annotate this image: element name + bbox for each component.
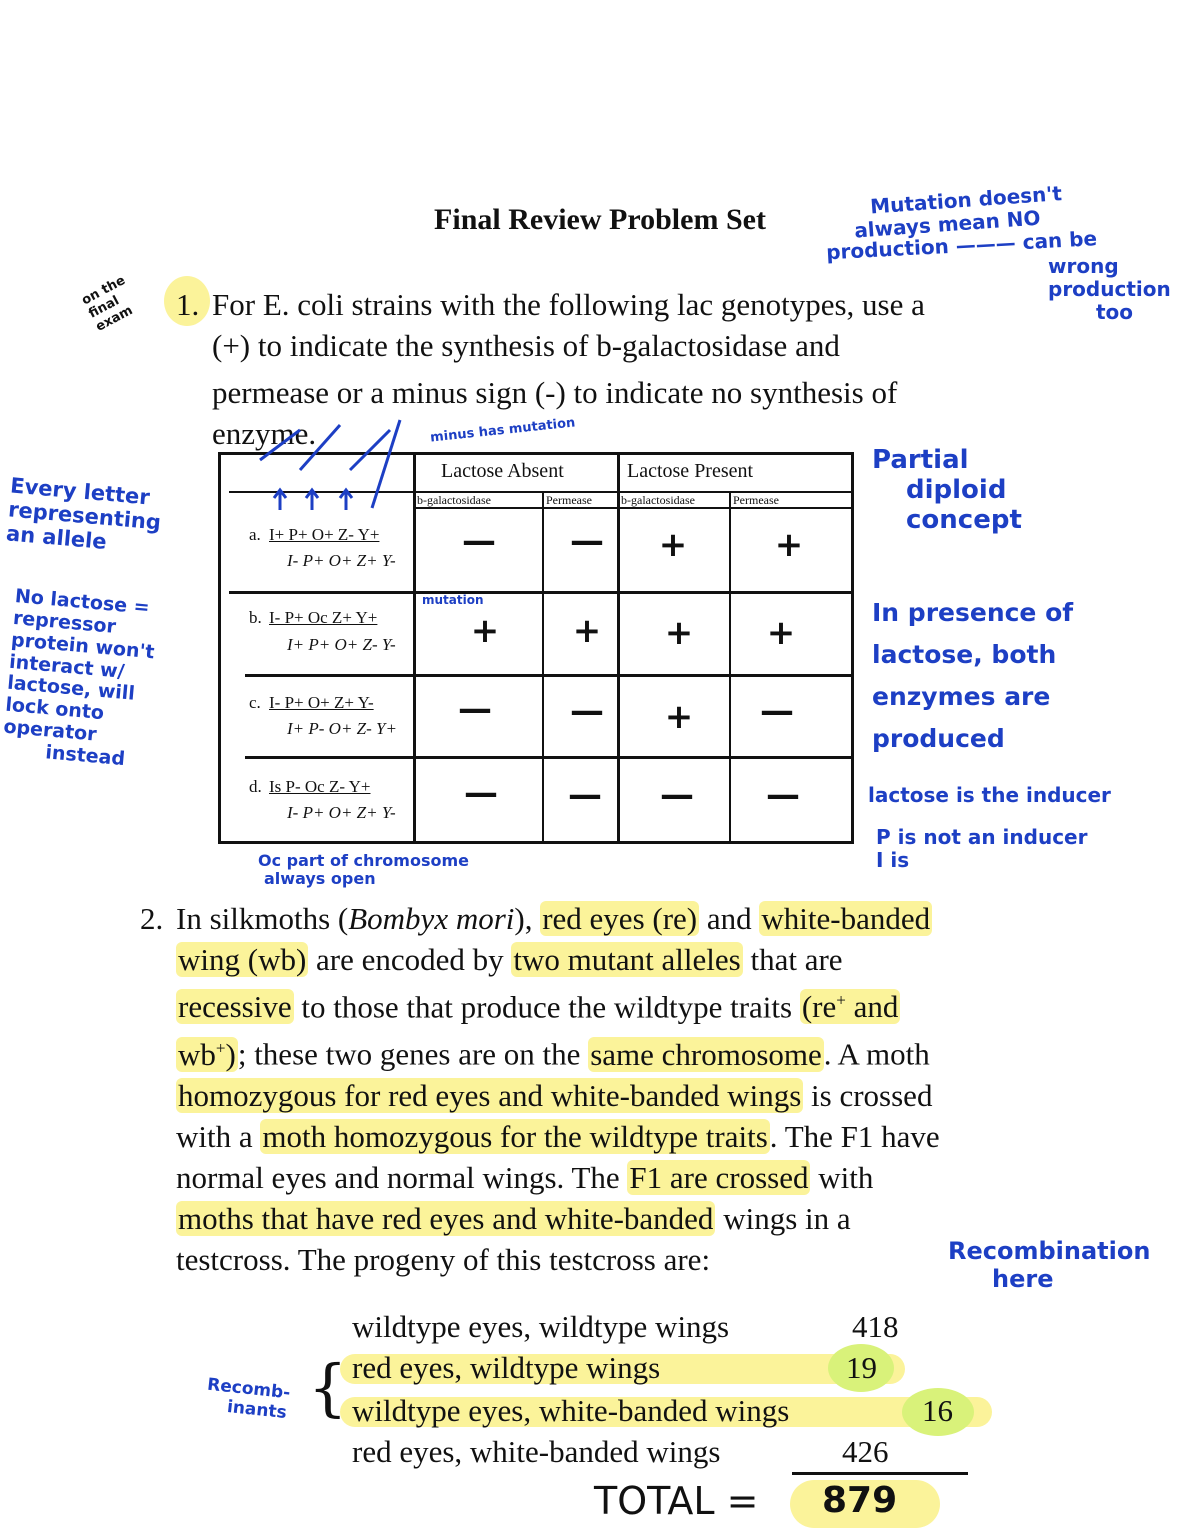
note-in-presence: In presence of lactose, both enzymes are…	[872, 598, 1074, 753]
row-b-genotype-bottom: I+ P+ O+ Z- Y-	[287, 635, 396, 654]
row-d-mark-2: —	[568, 775, 602, 815]
row-a-mark-3: +	[658, 525, 688, 565]
q2-line-3: recessive to those that produce the wild…	[176, 989, 901, 1025]
q1-number: 1.	[176, 287, 200, 322]
recombinants-brace: {	[308, 1351, 348, 1424]
note-recombination-here: Recombination here	[948, 1237, 1151, 1293]
note-no-lactose: No lactose = repressor protein won't int…	[2, 585, 156, 771]
progeny-highlight-2	[340, 1354, 905, 1384]
progeny-phenotype-3: wildtype eyes, white-banded wings	[352, 1393, 790, 1428]
row-b-mark-4: +	[766, 613, 796, 653]
q1-line-2: (+) to indicate the synthesis of b-galac…	[212, 328, 840, 363]
total-highlight	[790, 1480, 940, 1528]
note-lactose-inducer: lactose is the inducer	[868, 783, 1111, 807]
q1-line-4: enzyme.	[212, 416, 317, 451]
progeny-count-2: 19	[846, 1350, 877, 1385]
note-mutation: Mutation doesn't always mean NO producti…	[825, 181, 1171, 324]
note-recombinants: Recomb- inants	[206, 1374, 292, 1423]
note-every-letter: Every letter representing an allele	[5, 473, 162, 555]
q2-line-1: In silkmoths (Bombyx mori), red eyes (re…	[176, 901, 933, 936]
row-a-genotype-top: I+ P+ O+ Z- Y+	[269, 525, 380, 544]
total-rule	[792, 1472, 968, 1475]
row-c-mark-4: —	[760, 691, 794, 731]
q1-text: For E. coli strains with the following l…	[212, 284, 1052, 454]
progeny-count-4: 426	[842, 1434, 889, 1469]
row-c-mark-3: +	[664, 697, 694, 737]
progeny-phenotype-2: red eyes, wildtype wings	[352, 1350, 661, 1385]
row-c-genotype-top: I- P+ O+ Z+ Y-	[269, 693, 374, 712]
row-a-genotype-bottom: I- P+ O+ Z+ Y-	[287, 551, 396, 570]
q2-line-6: with a moth homozygous for the wildtype …	[176, 1118, 940, 1154]
total-label: TOTAL =	[594, 1479, 759, 1523]
row-c-genotype-bottom: I+ P- O+ Z- Y+	[287, 719, 397, 738]
row-a-mark-2: —	[570, 521, 604, 561]
header-lactose-present: Lactose Present	[627, 460, 754, 482]
row-d-genotype-bottom: I- P+ O+ Z+ Y-	[287, 803, 396, 822]
allele-arrows	[259, 419, 402, 510]
row-d-label: d.	[249, 777, 262, 796]
row-d-mark-4: —	[766, 775, 800, 815]
header-lactose-absent: Lactose Absent	[441, 460, 564, 482]
row-c-mark-1: —	[458, 689, 492, 729]
q2-line-2: wing (wb) are encoded by two mutant alle…	[176, 942, 843, 977]
progeny-highlight-3	[340, 1397, 992, 1427]
row-b-genotype-top: I- P+ Oc Z+ Y+	[269, 608, 378, 627]
progeny-phenotype-1: wildtype eyes, wildtype wings	[352, 1309, 730, 1344]
row-d-mark-1: —	[464, 773, 498, 813]
subheader-permease-absent: Permease	[546, 493, 592, 507]
q1-line-1: For E. coli strains with the following l…	[212, 287, 925, 322]
row-d-mark-3: —	[660, 775, 694, 815]
note-partial-diploid: Partial diploid concept	[872, 445, 1022, 535]
subheader-bgal-absent: b-galactosidase	[417, 493, 491, 507]
count-19-circle	[828, 1344, 894, 1392]
q2-line-8: moths that have red eyes and white-bande…	[176, 1200, 851, 1236]
note-on-final-exam: on the final exam	[79, 273, 136, 335]
row-a-mark-1: —	[462, 521, 496, 561]
q2-line-4: wb+); these two genes are on the same ch…	[176, 1036, 930, 1072]
note-mutation-label: mutation	[422, 593, 484, 607]
row-b-mark-1: +	[470, 611, 500, 651]
progeny-count-3: 16	[922, 1393, 953, 1428]
page-title: Final Review Problem Set	[434, 203, 766, 236]
row-a-label: a.	[249, 525, 261, 544]
note-oc-chromosome: Oc part of chromosome always open	[258, 851, 469, 889]
subheader-permease-present: Permease	[733, 493, 779, 507]
q1-highlight-mark	[164, 276, 210, 326]
row-b-label: b.	[249, 608, 262, 627]
progeny-phenotype-4: red eyes, white-banded wings	[352, 1434, 721, 1469]
total-value: 879	[822, 1480, 898, 1521]
row-b-mark-3: +	[664, 613, 694, 653]
subheader-bgal-present: b-galactosidase	[621, 493, 695, 507]
q2-line-5: homozygous for red eyes and white-banded…	[176, 1077, 933, 1113]
row-a-mark-4: +	[774, 525, 804, 565]
count-16-circle	[902, 1388, 974, 1436]
q2-text: In silkmoths (Bombyx mori), red eyes (re…	[176, 898, 1056, 1280]
q2-line-7: normal eyes and normal wings. The F1 are…	[176, 1159, 874, 1195]
row-b-mark-2: +	[572, 611, 602, 651]
row-c-mark-2: —	[570, 691, 604, 731]
row-c-label: c.	[249, 693, 261, 712]
q2-line-9: testcross. The progeny of this testcross…	[176, 1241, 711, 1277]
note-p-not-inducer: P is not an inducer I is	[876, 825, 1088, 872]
lac-genotype-table: Lactose Absent Lactose Present b-galacto…	[218, 452, 854, 844]
progeny-count-1: 418	[852, 1309, 899, 1344]
q2-number: 2.	[140, 901, 164, 936]
q1-line-3: permease or a minus sign (-) to indicate…	[212, 375, 898, 410]
row-d-genotype-top: Is P- Oc Z- Y+	[269, 777, 371, 796]
